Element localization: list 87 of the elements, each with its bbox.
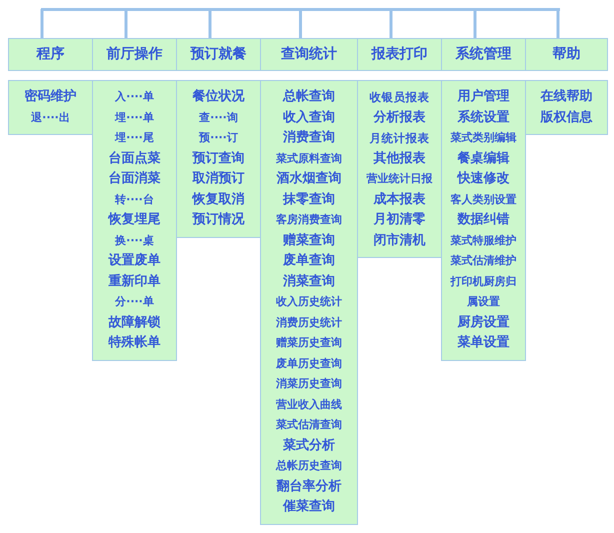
menu-item: 台面点菜 <box>108 150 160 168</box>
menu-item: 版权信息 <box>540 108 592 126</box>
menu-item: 入····单 <box>115 89 154 105</box>
menu-item: 特殊帐单 <box>108 334 160 352</box>
menu-item: 赠菜查询 <box>283 232 335 250</box>
menu-header: 帮助 <box>525 38 608 71</box>
menu-item: 数据纠错 <box>458 211 510 229</box>
menu-item: 菜式特服维护 <box>450 232 516 248</box>
menu-column <box>176 80 261 238</box>
menu-column <box>525 80 608 135</box>
menu-item: 总帐历史查询 <box>276 458 342 474</box>
menu-item: 打印机厨房归属设置 <box>449 274 518 310</box>
menu-item: 预订查询 <box>192 150 244 168</box>
menu-item: 密码维护 <box>24 88 76 106</box>
menu-header: 系统管理 <box>441 38 526 71</box>
menu-item: 催菜查询 <box>283 498 335 516</box>
menu-item: 营业收入曲线 <box>276 396 342 412</box>
menu-item: 查····询 <box>199 110 238 126</box>
menu-item: 菜单设置 <box>458 334 510 352</box>
menu-item: 预····订 <box>199 130 238 146</box>
menu-item: 抹零查询 <box>283 190 335 208</box>
menu-item: 总帐查询 <box>283 88 335 106</box>
menu-header: 程序 <box>8 38 93 71</box>
menu-column <box>8 80 93 135</box>
menu-item: 餐桌编辑 <box>458 150 510 168</box>
connector-line <box>474 9 476 38</box>
menu-item: 赠菜历史查询 <box>276 335 342 351</box>
menu-item: 废单历史查询 <box>276 356 342 372</box>
menu-item: 闭市清机 <box>374 232 426 250</box>
menu-item: 快速修改 <box>458 170 510 188</box>
menu-item: 恢复埋尾 <box>108 211 160 229</box>
connector-line <box>124 9 128 38</box>
menu-header: 预订就餐 <box>176 38 261 71</box>
menu-item: 预订情况 <box>192 211 244 229</box>
menu-item: 菜式原料查询 <box>276 150 342 166</box>
menu-item: 翻台率分析 <box>276 478 342 496</box>
menu-item: 菜式估清维护 <box>450 253 516 269</box>
menu-item: 成本报表 <box>374 190 426 208</box>
menu-column <box>357 80 442 258</box>
menu-item: 消菜历史查询 <box>276 376 342 392</box>
menu-header: 报表打印 <box>357 38 442 71</box>
menu-item: 收入历史统计 <box>276 294 342 310</box>
menu-item: 消费历史统计 <box>276 314 342 330</box>
menu-item: 用户管理 <box>458 88 510 106</box>
menu-item: 厨房设置 <box>458 314 510 332</box>
connector-line <box>299 9 302 38</box>
connector-line <box>556 9 560 38</box>
menu-column <box>260 80 358 524</box>
menu-header: 前厅操作 <box>92 38 177 71</box>
menu-item: 退····出 <box>31 110 70 126</box>
menu-item: 分析报表 <box>374 108 426 126</box>
menu-item: 月初清零 <box>374 210 426 229</box>
menu-item: 埋····尾 <box>115 130 154 146</box>
menu-item: 收入查询 <box>283 108 335 126</box>
menu-item: 消费查询 <box>283 129 335 147</box>
connector-line <box>208 9 212 38</box>
menu-item: 埋····单 <box>115 110 154 126</box>
menu-item: 转····台 <box>115 192 154 208</box>
menu-item: 设置废单 <box>108 252 160 270</box>
menu-item: 重新印单 <box>108 272 160 290</box>
menu-item: 在线帮助 <box>540 88 592 106</box>
menu-item: 故障解锁 <box>108 314 160 332</box>
bus-bar <box>40 8 560 10</box>
menu-item: 换····桌 <box>115 232 154 248</box>
connector-line <box>390 9 392 38</box>
menu-item: 菜式分析 <box>283 436 335 454</box>
menu-item: 客房消费查询 <box>276 212 342 228</box>
menu-item: 收银员报表 <box>370 89 430 106</box>
menu-header: 查询统计 <box>260 38 358 71</box>
menu-column <box>441 80 526 360</box>
menu-item: 废单查询 <box>283 252 335 270</box>
menu-column <box>92 80 177 360</box>
menu-item: 客人类别设置 <box>450 192 516 208</box>
menu-item: 其他报表 <box>374 150 426 168</box>
menu-item: 消菜查询 <box>283 272 335 290</box>
menu-item: 分····单 <box>115 294 154 310</box>
menu-item: 酒水烟查询 <box>276 170 342 188</box>
menu-item: 月统计报表 <box>370 130 430 147</box>
connector-line <box>40 9 44 38</box>
menu-item: 营业统计日报 <box>366 171 432 187</box>
menu-item: 取消预订 <box>192 170 244 188</box>
menu-item: 菜式估清查询 <box>276 417 342 433</box>
menu-item: 恢复取消 <box>192 190 244 208</box>
menu-item: 台面消菜 <box>108 170 160 188</box>
menu-item: 菜式类别编辑 <box>450 130 516 146</box>
menu-item: 系统设置 <box>458 108 510 126</box>
menu-item: 餐位状况 <box>192 88 244 106</box>
